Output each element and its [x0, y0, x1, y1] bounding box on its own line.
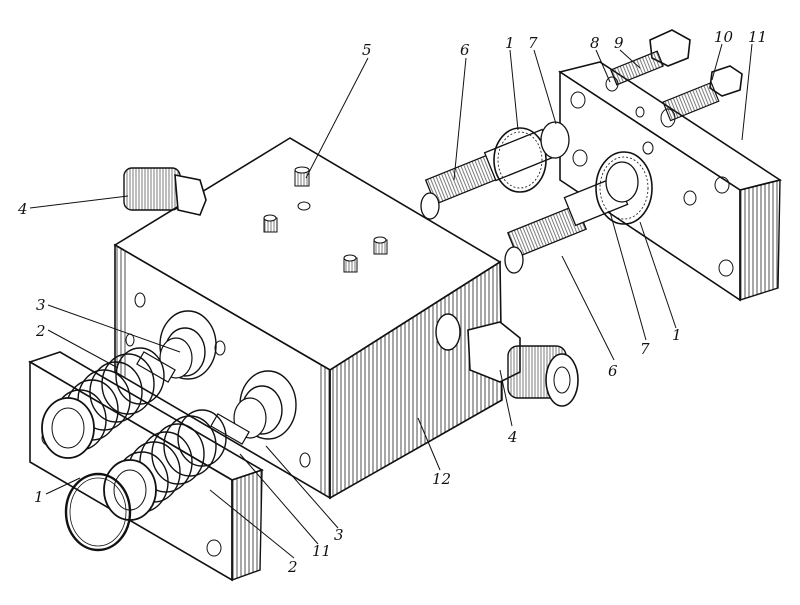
right-plate-bolt: [605, 29, 691, 92]
callout-1-right: 1: [672, 326, 682, 344]
callout-5: 5: [362, 41, 372, 59]
callout-labels: 5 4 6 1 7 8 9 10 11 6 7 1 3 2 1 4 12 2 1…: [17, 28, 767, 576]
callout-8: 8: [590, 34, 600, 52]
callout-2-top: 2: [35, 322, 46, 340]
callout-10: 10: [714, 28, 734, 46]
right-fitting: [467, 321, 579, 407]
callout-11-right: 11: [748, 28, 767, 46]
right-end-plate: [558, 61, 782, 302]
callout-1-left: 1: [34, 488, 44, 506]
valve-body: [113, 137, 503, 500]
callout-6-right: 6: [608, 362, 618, 380]
callout-4-left: 4: [17, 200, 28, 218]
right-plate-fitting: [660, 65, 743, 128]
callout-2-bottom: 2: [287, 558, 298, 576]
callout-4-right: 4: [507, 428, 518, 446]
lower-right-spool: [504, 151, 653, 274]
upper-right-spool: [420, 121, 570, 220]
o-ring-seal: [64, 472, 132, 552]
upper-left-spool: [136, 327, 206, 383]
left-fitting: [123, 167, 207, 216]
callout-3-top: 3: [36, 296, 46, 314]
callout-11-bottom: 11: [312, 542, 331, 560]
callout-1-top: 1: [505, 34, 515, 52]
callout-7-right: 7: [640, 340, 650, 358]
callout-6-top: 6: [460, 41, 470, 59]
upper-left-spring: [41, 347, 165, 459]
lower-left-spool: [210, 385, 283, 445]
leader-lines: [29, 43, 753, 559]
lower-left-spring: [103, 409, 227, 521]
callout-7-top: 7: [528, 34, 538, 52]
callout-9: 9: [614, 34, 624, 52]
callout-3-bottom: 3: [334, 526, 344, 544]
top-plug-screw: [294, 166, 310, 187]
callout-12: 12: [432, 470, 451, 488]
